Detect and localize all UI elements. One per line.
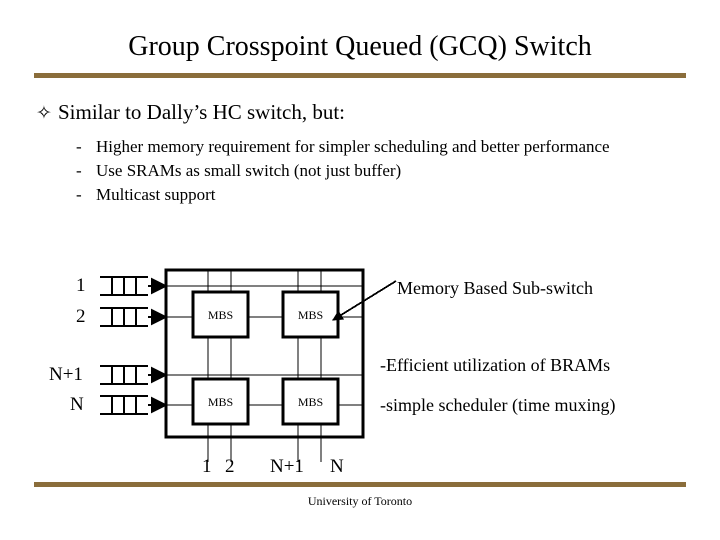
output-label-1: 1 [202,456,212,477]
input-queue-n-plus-1 [100,365,148,385]
input-queue-1 [100,276,148,296]
input-label-n-plus-1: N+1 [49,364,83,385]
internal-vertical-buses [207,270,322,462]
input-queue-n [100,395,148,415]
input-label-2: 2 [76,306,86,327]
footer-label: University of Toronto [307,494,413,508]
callout-leader-line [332,280,397,321]
sub-bullet-list: - Higher memory requirement for simpler … [72,136,672,208]
mbs-label-bottom-left: MBS [207,395,234,409]
input-queue-2 [100,307,148,327]
four-point-star-bullet-icon: ✧ [36,103,52,124]
bullet-primary: ✧ Similar to Dally’s HC switch, but: [36,99,676,127]
mbs-label-bottom-right: MBS [297,395,324,409]
input-label-1: 1 [76,275,86,296]
note-efficient-bram-utilization: -Efficient utilization of BRAMs [380,355,611,375]
footer-divider [34,482,686,487]
dash-bullet-icon: - [76,161,82,180]
sub-bullet-item-3: - Multicast support [72,184,672,206]
output-label-n-plus-1: N+1 [270,456,304,477]
internal-horizontal-buses [166,285,363,406]
dash-bullet-icon: - [76,185,82,204]
switch-outer-box [164,268,365,439]
sub-bullet-label-2: Use SRAMs as small switch (not just buff… [96,161,402,180]
note-simple-scheduler: -simple scheduler (time muxing) [380,395,616,415]
sub-bullet-item-1: - Higher memory requirement for simpler … [72,136,672,158]
input-label-n: N [70,394,84,415]
sub-bullet-label-3: Multicast support [96,185,216,204]
output-label-n: N [330,456,344,477]
bullet-primary-label: Similar to Dally’s HC switch, but: [58,100,345,124]
mbs-label-top-left: MBS [207,308,234,322]
mbs-label-top-right: MBS [297,308,324,322]
sub-bullet-label-1: Higher memory requirement for simpler sc… [96,137,610,156]
title-divider [34,73,686,78]
sub-bullet-item-2: - Use SRAMs as small switch (not just bu… [72,160,672,182]
page-title: Group Crosspoint Queued (GCQ) Switch [128,31,592,62]
callout-label-memory-based-sub-switch: Memory Based Sub-switch [397,278,593,298]
output-label-2: 2 [225,456,235,477]
dash-bullet-icon: - [76,137,82,156]
